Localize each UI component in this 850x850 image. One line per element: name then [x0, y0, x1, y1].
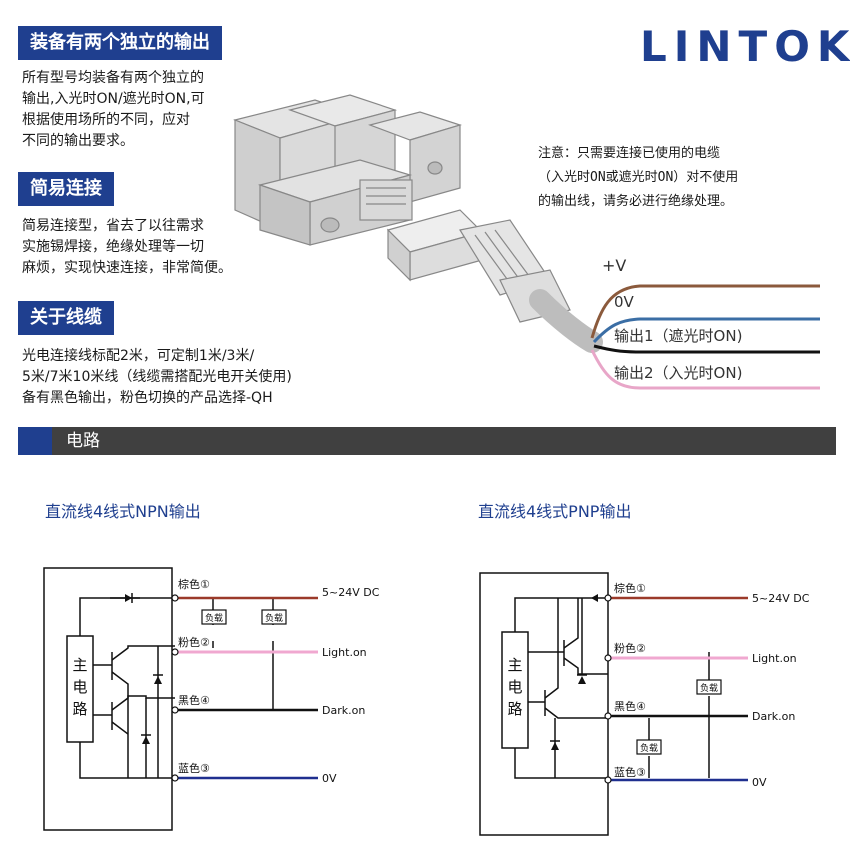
npn-load-1 — [201, 609, 227, 625]
section-accent — [18, 427, 52, 455]
npn-main-label-3: 路 — [72, 700, 87, 718]
notice-line: 注意：只需要连接已使用的电缆 — [538, 146, 721, 161]
npn-main-label-2: 电 — [72, 678, 87, 696]
pnp-main-label-1: 主 — [507, 656, 522, 674]
npn-terminal-light-on: Light.on — [322, 646, 367, 659]
cable-sheath — [529, 289, 603, 353]
npn-load-label-1: 负载 — [205, 612, 223, 624]
feature-line: 实施锡焊接，绝缘处理等一切 — [22, 239, 204, 255]
feature-title-connection: 简易连接 — [18, 172, 114, 206]
npn-load-label-2: 负载 — [265, 612, 283, 624]
wire-label-0v: 0V — [614, 293, 634, 311]
wire-label-output2: 输出2（入光时ON) — [614, 364, 743, 382]
feature-line: 光电连接线标配2米，可定制1米/3米/ — [22, 348, 255, 364]
pnp-terminal-light-on: Light.on — [752, 652, 797, 665]
feature-line: 所有型号均装备有两个独立的 — [22, 70, 204, 86]
pnp-housing — [479, 572, 609, 836]
sensor-cable-illustration — [233, 94, 820, 390]
npn-main-label-1: 主 — [72, 656, 87, 674]
pnp-main-label-3: 路 — [507, 700, 522, 718]
feature-line: 输出,入光时ON/遮光时ON,可 — [22, 91, 205, 107]
npn-title: 直流线4线式NPN输出 — [45, 502, 201, 521]
feature-line: 根据使用场所的不同，应对 — [22, 112, 190, 128]
feature-title-cable: 关于线缆 — [18, 301, 114, 335]
notice-text: 注意：只需要连接已使用的电缆 （入光时ON或遮光时ON）对不使用 的输出线，请务… — [538, 142, 738, 214]
npn-terminal-dark-on: Dark.on — [322, 704, 365, 717]
pnp-load-1 — [696, 679, 722, 695]
npn-wire-blue: 蓝色③ — [178, 761, 210, 775]
feature-text-connection: 简易连接型，省去了以往需求 实施锡焊接，绝缘处理等一切 麻烦，实现快速连接，非常… — [22, 216, 232, 279]
pnp-main-label-2: 电 — [507, 678, 522, 696]
pnp-terminal-power: 5~24V DC — [752, 592, 810, 605]
pnp-load-label-2: 负载 — [640, 742, 658, 754]
npn-terminal-0v: 0V — [322, 772, 337, 785]
npn-wire-brown: 棕色① — [178, 577, 210, 591]
npn-terminal-power: 5~24V DC — [322, 586, 380, 599]
pnp-terminal-dark-on: Dark.on — [752, 710, 795, 723]
pnp-wire-brown: 棕色① — [614, 581, 646, 595]
pnp-load-2 — [636, 739, 662, 755]
feature-line: 备有黑色输出，粉色切换的产品选择-QH — [22, 390, 273, 406]
pnp-title: 直流线4线式PNP输出 — [478, 502, 632, 521]
feature-line: 5米/7米10米线（线缆需搭配光电开关使用) — [22, 369, 292, 385]
notice-line: 的输出线，请务必进行绝缘处理。 — [538, 194, 734, 209]
feature-line: 简易连接型，省去了以往需求 — [22, 218, 204, 234]
pnp-wire-pink: 粉色② — [614, 641, 646, 655]
circuit-section-title: 电路 — [66, 431, 100, 451]
pnp-wire-black: 黑色④ — [614, 699, 646, 713]
npn-load-2 — [261, 609, 287, 625]
feature-title-outputs: 装备有两个独立的输出 — [18, 26, 222, 60]
pnp-terminal-0v: 0V — [752, 776, 767, 789]
wire-label-output1: 输出1（遮光时ON) — [614, 327, 743, 345]
pnp-wire-blue: 蓝色③ — [614, 765, 646, 779]
npn-circuit-diagram: 负载 负载 主 电 路 棕色① 粉色② 黑色④ 蓝色③ 5~24V DC Lig… — [43, 567, 380, 831]
pnp-load-label-1: 负载 — [700, 682, 718, 694]
feature-text-cable: 光电连接线标配2米，可定制1米/3米/ 5米/7米10米线（线缆需搭配光电开关使… — [22, 346, 292, 409]
npn-wire-pink: 粉色② — [178, 635, 210, 649]
circuit-section-bar: 电路 — [18, 427, 836, 455]
npn-wire-black: 黑色④ — [178, 693, 210, 707]
feature-line: 麻烦，实现快速连接，非常简便。 — [22, 260, 232, 276]
sensor-body — [233, 94, 463, 246]
cable-wires — [590, 284, 820, 390]
feature-text-outputs: 所有型号均装备有两个独立的 输出,入光时ON/遮光时ON,可 根据使用场所的不同… — [22, 68, 205, 152]
brand-logo: LINTOK — [640, 22, 850, 71]
wire-label-plus-v: +V — [602, 256, 627, 275]
notice-line: （入光时ON或遮光时ON）对不使用 — [538, 170, 739, 185]
npn-housing — [43, 567, 173, 831]
pnp-circuit-diagram: 负载 负载 主 电 路 棕色① 粉色② 黑色④ 蓝色③ 5~24V DC Lig… — [479, 572, 810, 836]
feature-line: 不同的输出要求。 — [22, 133, 134, 149]
